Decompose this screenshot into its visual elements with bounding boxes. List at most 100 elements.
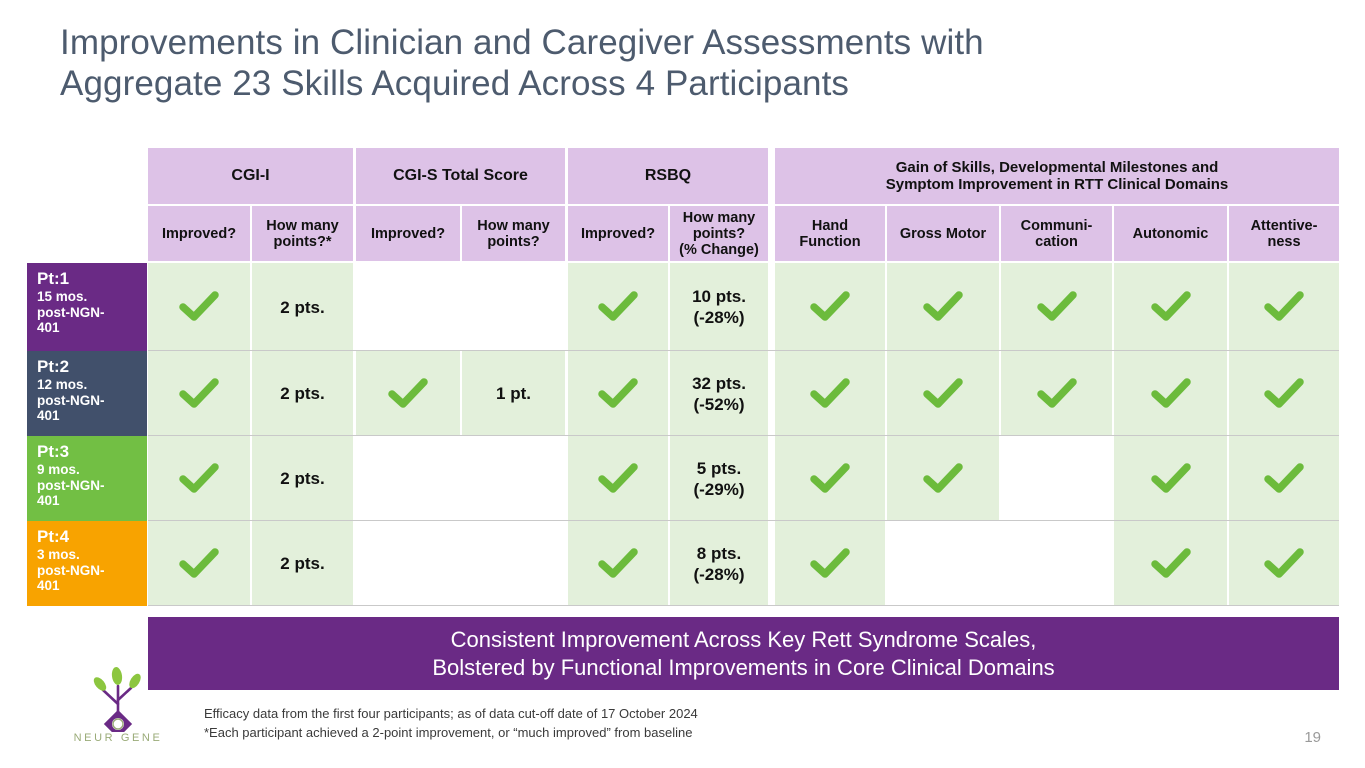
group-header-cgi-s: CGI-S Total Score bbox=[356, 148, 565, 204]
cell-cgi-s-points: 1 pt. bbox=[462, 351, 565, 436]
cell-hand-function bbox=[775, 351, 885, 436]
cell-value-line-1: 5 pts. bbox=[696, 458, 742, 478]
cell-communication bbox=[1001, 351, 1112, 436]
cell-cgi-s-improved bbox=[356, 263, 460, 351]
cell-cgi-i-improved bbox=[148, 351, 250, 436]
cell-rsbq-improved bbox=[568, 263, 668, 351]
cell-communication bbox=[1001, 436, 1112, 521]
group-header-rsbq: RSBQ bbox=[568, 148, 768, 204]
row-label-sub1: 3 mos. bbox=[37, 547, 80, 562]
checkmark-icon bbox=[1264, 547, 1304, 578]
page-title-line-1: Improvements in Clinician and Caregiver … bbox=[60, 23, 984, 62]
summary-banner: Consistent Improvement Across Key Rett S… bbox=[148, 617, 1339, 690]
sub-header-label: (% Change) bbox=[679, 241, 759, 258]
checkmark-icon bbox=[388, 377, 428, 408]
footnote-line-2: *Each participant achieved a 2-point imp… bbox=[204, 725, 693, 740]
row-label-sub2: post-NGN- bbox=[37, 392, 105, 408]
row-label-patient: Pt:1 bbox=[37, 269, 70, 288]
cell-cgi-i-improved bbox=[148, 436, 250, 521]
sub-header-communication: Communi- cation bbox=[1001, 206, 1112, 261]
cell-autonomic bbox=[1114, 521, 1227, 606]
cell-communication bbox=[1001, 263, 1112, 351]
cell-rsbq-points: 32 pts.(-52%) bbox=[670, 351, 768, 436]
sub-header-label: How many bbox=[266, 217, 339, 234]
row-separator bbox=[148, 435, 1339, 436]
checkmark-icon bbox=[179, 462, 219, 493]
checkmark-icon bbox=[810, 547, 850, 578]
checkmark-icon bbox=[179, 547, 219, 578]
checkmark-icon bbox=[923, 377, 963, 408]
row-label-sub3: 401 bbox=[37, 320, 60, 335]
row-separator bbox=[148, 520, 1339, 521]
checkmark-icon bbox=[1264, 291, 1304, 321]
row-label-sub3: 401 bbox=[37, 408, 60, 423]
cell-cgi-s-improved bbox=[356, 351, 460, 436]
neurogene-wordmark: NEUR GENE bbox=[73, 732, 163, 744]
sub-header-label: Improved? bbox=[580, 225, 656, 242]
sub-header-autonomic: Autonomic bbox=[1114, 206, 1227, 261]
checkmark-icon bbox=[810, 291, 850, 321]
cell-attentiveness bbox=[1229, 263, 1339, 351]
sub-header-cgi-i-points: How many points?* bbox=[252, 206, 353, 261]
page-title: Improvements in Clinician and Caregiver … bbox=[60, 22, 1180, 104]
cell-attentiveness bbox=[1229, 436, 1339, 521]
cell-attentiveness bbox=[1229, 351, 1339, 436]
checkmark-icon bbox=[923, 291, 963, 321]
cell-value-line-1: 10 pts. bbox=[692, 287, 746, 306]
sub-header-attentiveness: Attentive- ness bbox=[1229, 206, 1339, 261]
checkmark-icon bbox=[923, 462, 963, 493]
sub-header-label: cation bbox=[1035, 233, 1078, 250]
page-number: 19 bbox=[1304, 729, 1321, 746]
checkmark-icon bbox=[1036, 291, 1077, 321]
table-sub-header-row: Improved? How many points?* Improved? Ho… bbox=[27, 206, 1339, 261]
checkmark-icon bbox=[598, 547, 638, 578]
sub-header-cgi-s-points: How many points? bbox=[462, 206, 565, 261]
cell-gross-motor bbox=[887, 436, 999, 521]
cell-value-line-2: (-52%) bbox=[693, 394, 745, 414]
group-header-clinical-domains-line-1: Gain of Skills, Developmental Milestones… bbox=[895, 159, 1219, 176]
cell-value-line-2: (-28%) bbox=[693, 564, 745, 584]
cell-value-line-2: (-29%) bbox=[693, 479, 745, 499]
checkmark-icon bbox=[179, 291, 219, 321]
sub-header-label: Communi- bbox=[1020, 217, 1093, 234]
cell-cgi-i-points: 2 pts. bbox=[252, 436, 353, 521]
cell-rsbq-points: 8 pts.(-28%) bbox=[670, 521, 768, 606]
checkmark-icon bbox=[598, 377, 638, 408]
sub-header-rsbq-points: How many points? (% Change) bbox=[670, 206, 768, 261]
row-label-sub2: post-NGN- bbox=[37, 562, 105, 578]
checkmark-icon bbox=[1150, 377, 1191, 408]
cell-rsbq-improved bbox=[568, 351, 668, 436]
sub-header-label: How many bbox=[682, 209, 756, 226]
sub-header-gross-motor: Gross Motor bbox=[887, 206, 999, 261]
sub-header-label: How many bbox=[477, 217, 550, 234]
cell-autonomic bbox=[1114, 436, 1227, 521]
sub-header-label: Hand bbox=[811, 217, 849, 234]
cell-cgi-s-improved bbox=[356, 521, 460, 606]
sub-header-label: Improved? bbox=[370, 225, 446, 242]
cell-value: 2 pts. bbox=[280, 469, 325, 488]
cell-rsbq-points: 10 pts.(-28%) bbox=[670, 263, 768, 351]
cell-rsbq-improved bbox=[568, 436, 668, 521]
sub-header-rsbq-improved: Improved? bbox=[568, 206, 668, 261]
page-title-line-2: Aggregate 23 Skills Acquired Across 4 Pa… bbox=[60, 64, 850, 103]
cell-cgi-s-points bbox=[462, 436, 565, 521]
row-label-sub1: 15 mos. bbox=[37, 289, 88, 304]
row-separator bbox=[148, 350, 1339, 351]
checkmark-icon bbox=[1264, 462, 1304, 493]
sub-header-label: points?* bbox=[273, 233, 332, 250]
results-table: CGI-I CGI-S Total Score RSBQ Gain of Ski… bbox=[27, 148, 1339, 613]
sub-header-label: ness bbox=[1267, 233, 1301, 250]
sub-header-label: Improved? bbox=[161, 225, 237, 242]
cell-cgi-i-points: 2 pts. bbox=[252, 351, 353, 436]
checkmark-icon bbox=[810, 377, 850, 408]
sub-header-label: Function bbox=[799, 233, 861, 250]
row-label-sub1: 9 mos. bbox=[37, 462, 80, 477]
row-label-patient: Pt:2 bbox=[37, 357, 70, 376]
